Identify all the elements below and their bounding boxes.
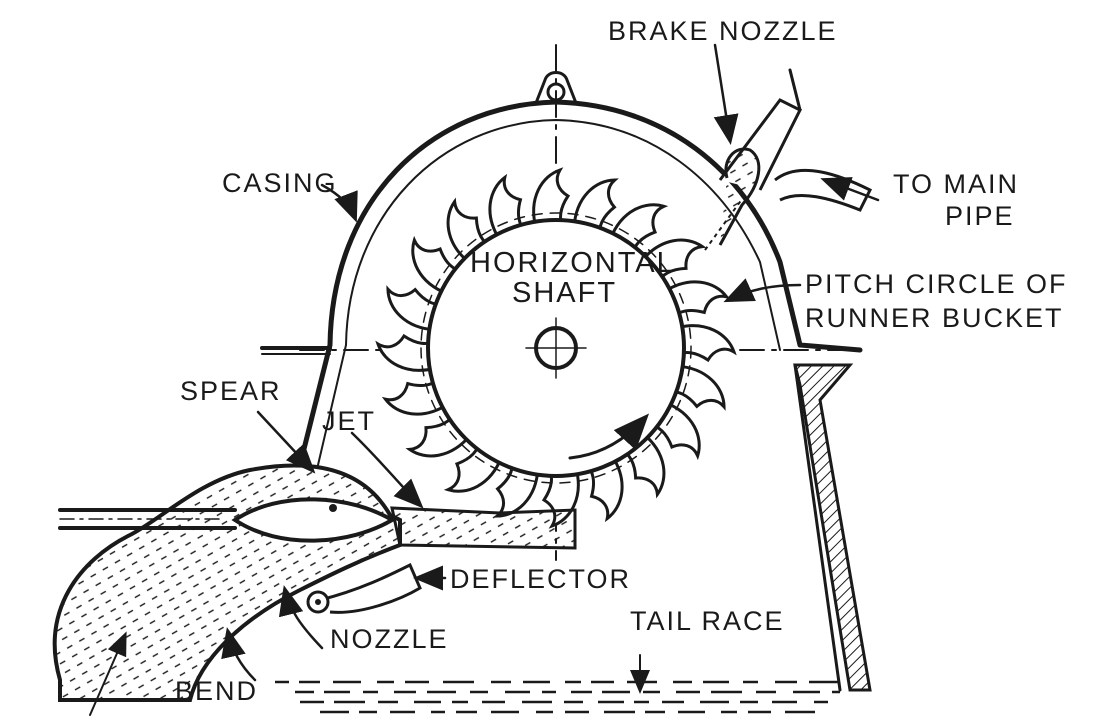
bend-leader — [221, 627, 257, 682]
runner-buckets — [375, 167, 737, 529]
bend-pipe — [52, 463, 402, 702]
spear-leader — [256, 410, 316, 474]
brake-nozzle — [704, 68, 873, 251]
spear-pin — [329, 504, 337, 512]
label-horizontal: HORIZONTAL — [470, 247, 675, 279]
tail-race-water — [275, 680, 840, 714]
label-spear: SPEAR — [180, 376, 282, 406]
pitch-circle-leader — [723, 278, 802, 303]
casing-leader — [320, 183, 358, 223]
label-shaft: SHAFT — [512, 277, 617, 309]
water-jet — [390, 506, 577, 550]
to-main-pipe-leader — [820, 177, 880, 202]
label-casing: CASING — [222, 168, 338, 198]
spear-body — [231, 497, 396, 543]
brake-nozzle-leader — [713, 43, 739, 145]
nozzle-assembly — [52, 463, 577, 702]
lifting-eye — [534, 71, 578, 105]
inlet-arrow — [89, 631, 127, 716]
spear-rod — [58, 508, 237, 530]
label-brake-nozzle: BRAKE NOZZLE — [608, 16, 838, 46]
jet-leader — [350, 431, 424, 509]
label-to-main: TO MAIN — [893, 169, 1019, 199]
label-nozzle: NOZZLE — [330, 624, 449, 654]
label-bend: BEND — [175, 676, 258, 706]
pitch-circle — [420, 212, 692, 484]
label-jet: JET — [322, 406, 376, 436]
runner-bucket — [375, 333, 438, 372]
label-pipe: PIPE — [945, 201, 1015, 231]
label-runner-bucket: RUNNER BUCKET — [805, 303, 1064, 333]
rotation-arrow — [568, 413, 650, 460]
label-deflector: DEFLECTOR — [450, 564, 631, 594]
housing-wall-right — [793, 363, 872, 692]
casing-inner-outline — [317, 119, 781, 466]
label-tail-race: TAIL RACE — [630, 606, 785, 636]
nozzle-leader — [278, 585, 324, 650]
housing-wall-inner — [793, 363, 842, 692]
label-pitch-circle: PITCH CIRCLE OF — [805, 269, 1068, 299]
